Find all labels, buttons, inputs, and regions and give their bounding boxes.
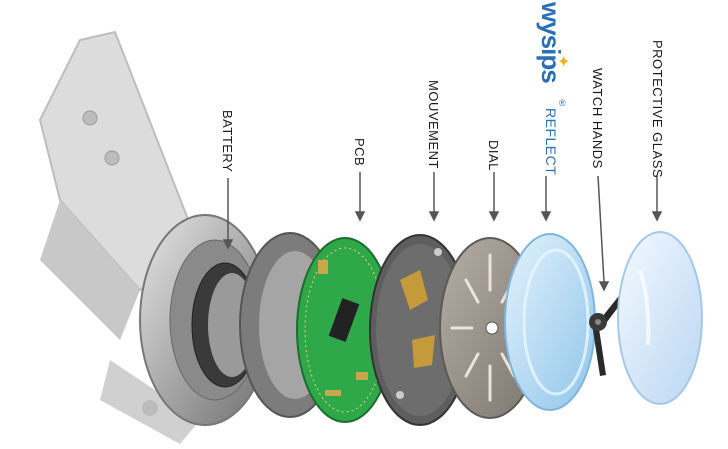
watch-strap	[38, 30, 202, 444]
glass-arrow	[651, 176, 663, 222]
battery-arrow	[222, 178, 234, 250]
brand-product: REFLECT	[543, 108, 559, 176]
label-watch-hands: WATCH HANDS	[590, 68, 605, 169]
label-pcb: PCB	[352, 138, 367, 167]
label-battery: BATTERY	[220, 110, 235, 173]
movement-arrow	[428, 172, 440, 222]
wysips-reflect-layer	[504, 233, 596, 411]
star-icon: ✦	[557, 54, 571, 71]
label-arrows	[222, 172, 663, 292]
label-protective-glass: PROTECTIVE GLASS	[650, 40, 665, 179]
hands-arrow	[597, 175, 610, 292]
brand-name: wysips	[536, 2, 566, 83]
movement-part	[369, 234, 471, 426]
pcb-arrow	[354, 172, 366, 222]
label-movement: MOUVEMENT	[426, 80, 441, 169]
protective-glass-part	[617, 231, 703, 405]
label-dial: DIAL	[486, 140, 501, 171]
dial-arrow	[488, 172, 500, 222]
wysips-reflect-logo: wysips ✦ ® REFLECT	[535, 2, 575, 182]
wysips-arrow	[540, 176, 552, 222]
registered-mark: ®	[559, 98, 566, 108]
